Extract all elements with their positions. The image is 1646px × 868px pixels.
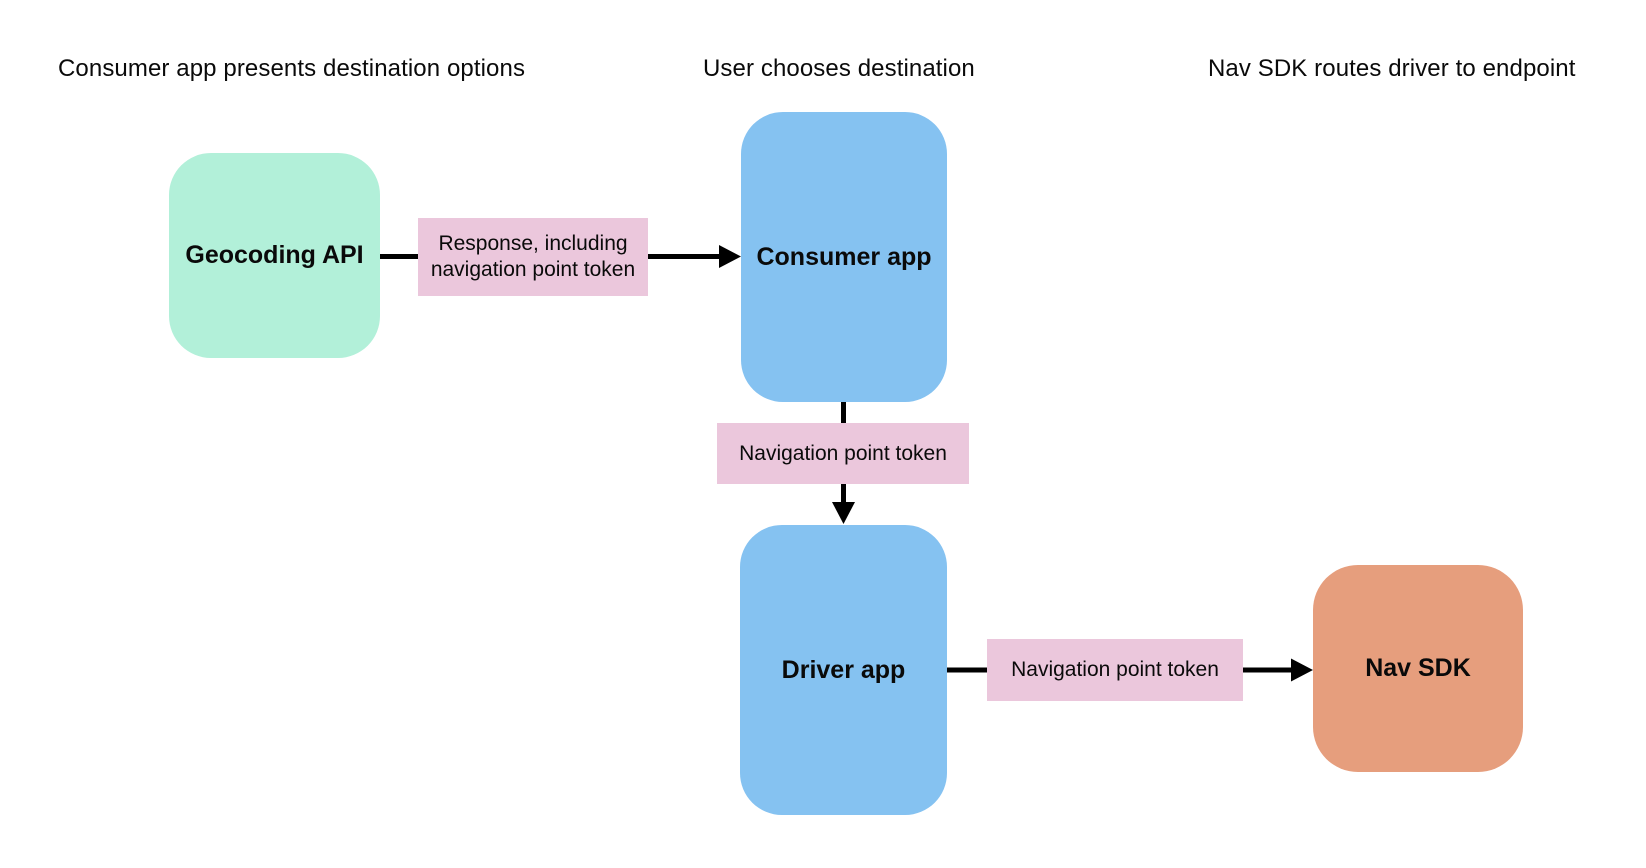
node-driver-app: Driver app <box>740 525 947 815</box>
edge-label-navigation-point-token-1: Navigation point token <box>717 423 969 484</box>
node-nav-sdk: Nav SDK <box>1313 565 1523 772</box>
node-nav-sdk-label: Nav SDK <box>1365 654 1471 682</box>
column-header-navsdk-routes: Nav SDK routes driver to endpoint <box>1208 55 1576 82</box>
node-consumer-app-label: Consumer app <box>756 242 932 271</box>
node-driver-app-label: Driver app <box>781 655 906 684</box>
node-geocoding-api-label: Geocoding API <box>185 241 364 269</box>
column-header-consumer-presents: Consumer app presents destination option… <box>58 55 526 82</box>
node-consumer-app: Consumer app <box>741 112 947 402</box>
edge-label-response-token: Response, including navigation point tok… <box>418 218 648 296</box>
edge-label-navigation-point-token-2: Navigation point token <box>987 639 1243 701</box>
column-header-user-chooses: User chooses destination <box>703 55 975 82</box>
node-geocoding-api: Geocoding API <box>169 153 380 358</box>
